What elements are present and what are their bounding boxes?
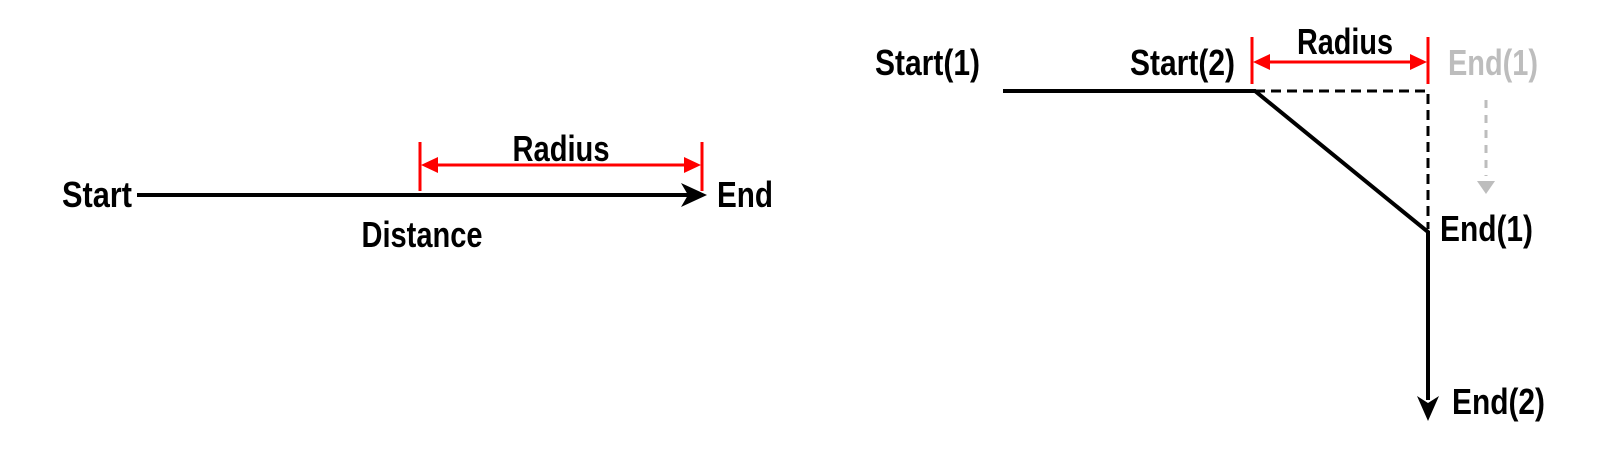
radius-arrowhead-left-icon: [421, 157, 438, 173]
end1-ghost-label: End(1): [1448, 42, 1538, 83]
radius2-label: Radius: [1297, 21, 1393, 62]
turn-path-diagram: Start(1) Start(2) End(1) Radius End(1) E…: [875, 21, 1545, 422]
ghost-end-arrowhead-down-icon: [1477, 181, 1495, 194]
radius2-arrowhead-left-icon: [1253, 54, 1270, 70]
start1-label: Start(1): [875, 42, 980, 83]
radius2-arrowhead-right-icon: [1410, 54, 1427, 70]
radius-arrowhead-right-icon: [684, 157, 701, 173]
actual-path-line: [1003, 89, 1430, 400]
distance-arrowhead-right-icon: [681, 183, 707, 207]
radius-label: Radius: [513, 128, 610, 169]
end-label: End: [717, 174, 773, 215]
start2-label: Start(2): [1130, 42, 1235, 83]
original-path-dashed-line: [1255, 89, 1430, 229]
distance-radius-diagram: Start End Radius Distance: [62, 128, 773, 255]
end1-label: End(1): [1440, 208, 1533, 249]
end2-label: End(2): [1452, 381, 1545, 422]
actual-path-arrowhead-down-icon: [1417, 396, 1439, 421]
start-label: Start: [62, 174, 132, 215]
distance-label: Distance: [362, 214, 483, 255]
